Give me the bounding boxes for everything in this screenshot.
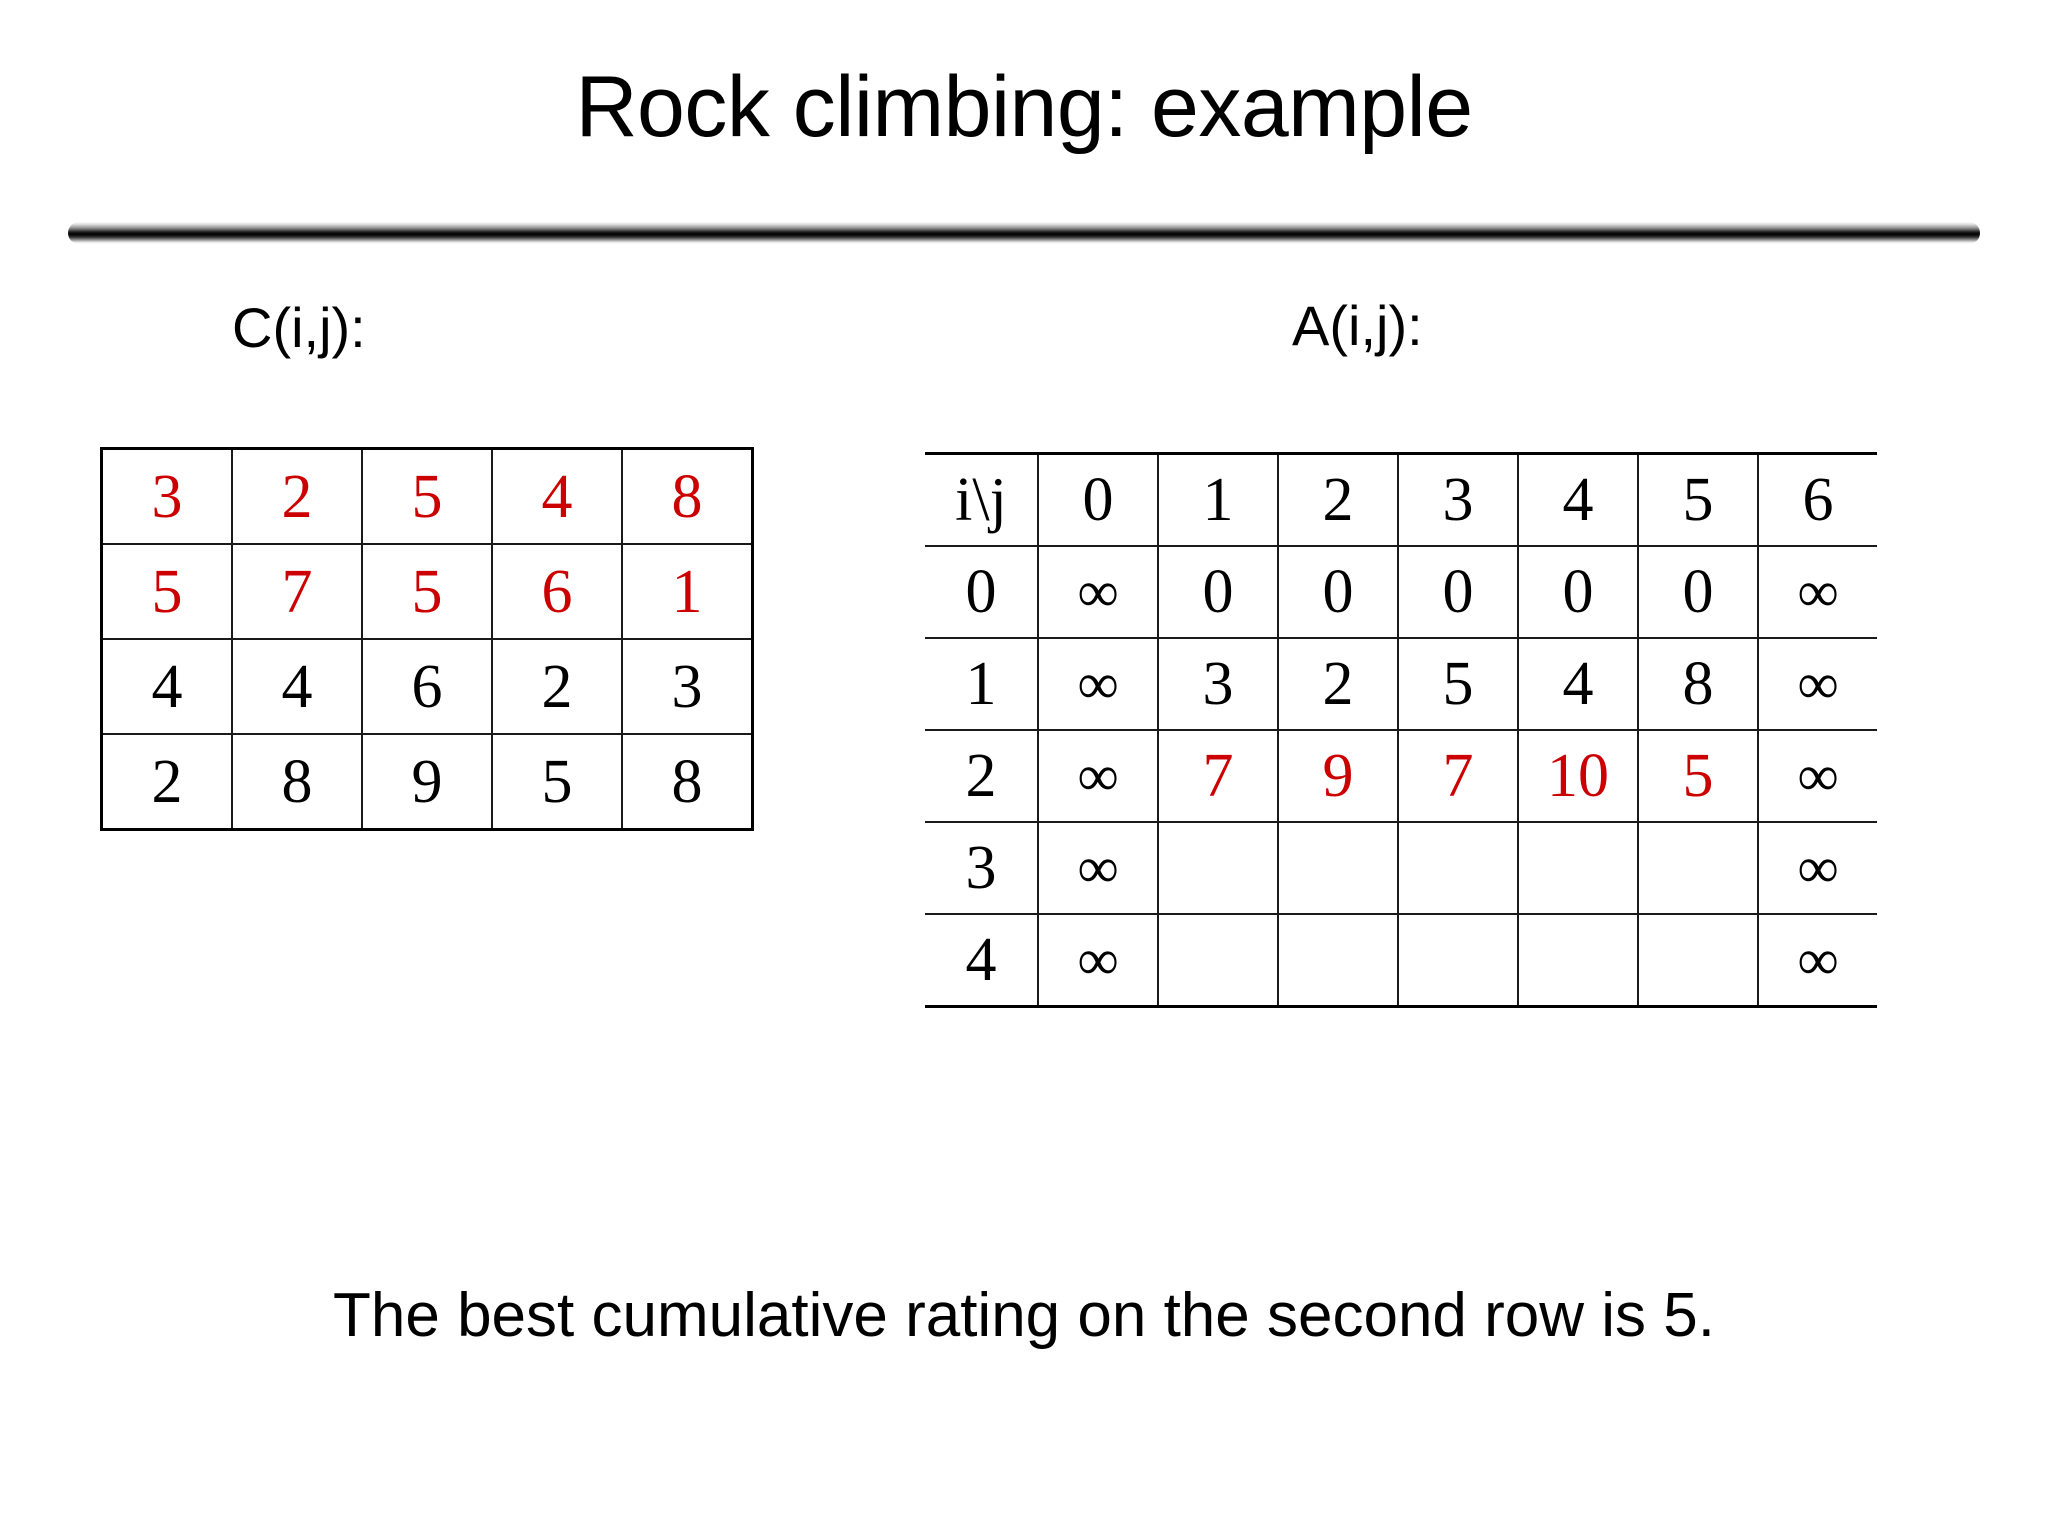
a-matrix-cell: ∞ <box>1037 913 1159 1007</box>
a-matrix-row-header: 3 <box>925 821 1039 915</box>
a-matrix-cell: 10 <box>1517 729 1639 823</box>
a-matrix-cell: ∞ <box>1037 545 1159 639</box>
a-matrix-cell <box>1517 913 1639 1007</box>
a-matrix-column-header: 3 <box>1397 453 1519 547</box>
a-matrix-row-header: 2 <box>925 729 1039 823</box>
c-matrix-cell: 4 <box>491 447 623 545</box>
a-matrix-cell <box>1397 821 1519 915</box>
c-matrix-cell: 4 <box>231 638 363 735</box>
c-matrix-cell: 7 <box>231 543 363 640</box>
c-matrix-cell: 8 <box>621 733 754 831</box>
title-divider <box>68 222 1980 244</box>
a-matrix-cell: 4 <box>1517 637 1639 731</box>
a-matrix-cell: ∞ <box>1757 637 1877 731</box>
a-matrix-cell <box>1277 821 1399 915</box>
a-matrix-cell: 5 <box>1397 637 1519 731</box>
a-matrix-cell: 0 <box>1277 545 1399 639</box>
a-matrix-cell: ∞ <box>1757 545 1877 639</box>
a-matrix-cell <box>1517 821 1639 915</box>
c-matrix-cell: 8 <box>231 733 363 831</box>
a-matrix-cell: 7 <box>1397 729 1519 823</box>
page-title: Rock climbing: example <box>575 59 1473 155</box>
slide-caption: The best cumulative rating on the second… <box>333 1281 1715 1350</box>
a-matrix-cell: 9 <box>1277 729 1399 823</box>
c-matrix-cell: 5 <box>491 733 623 831</box>
a-matrix-column-header: 1 <box>1157 453 1279 547</box>
c-matrix-label: C(i,j): <box>232 296 366 359</box>
c-matrix-cell: 5 <box>100 543 233 640</box>
a-matrix-cell <box>1277 913 1399 1007</box>
a-matrix-corner-header: i\j <box>925 453 1039 547</box>
a-matrix-cell: 8 <box>1637 637 1759 731</box>
a-matrix-cell: 5 <box>1637 729 1759 823</box>
a-matrix-column-header: 4 <box>1517 453 1639 547</box>
a-matrix-cell <box>1397 913 1519 1007</box>
c-matrix-cell: 6 <box>491 543 623 640</box>
a-matrix-cell: 0 <box>1517 545 1639 639</box>
a-matrix-cell: ∞ <box>1757 729 1877 823</box>
a-matrix-column-header: 0 <box>1037 453 1159 547</box>
a-matrix-cell <box>1637 913 1759 1007</box>
a-matrix-cell: ∞ <box>1757 821 1877 915</box>
a-matrix-cell: ∞ <box>1037 637 1159 731</box>
a-matrix-cell: 7 <box>1157 729 1279 823</box>
a-matrix-cell: ∞ <box>1037 729 1159 823</box>
c-matrix-cell: 3 <box>100 447 233 545</box>
a-matrix-row: 4∞∞ <box>925 913 1877 1007</box>
a-matrix-cell: 2 <box>1277 637 1399 731</box>
a-matrix-row-header: 0 <box>925 545 1039 639</box>
a-matrix-row: 3∞∞ <box>925 821 1877 915</box>
a-matrix-cell: 0 <box>1157 545 1279 639</box>
c-matrix-cell: 4 <box>100 638 233 735</box>
a-matrix-label: A(i,j): <box>1292 294 1423 357</box>
c-matrix-cell: 6 <box>361 638 493 735</box>
a-matrix-cell <box>1637 821 1759 915</box>
c-matrix-cell: 3 <box>621 638 754 735</box>
c-matrix-cell: 1 <box>621 543 754 640</box>
a-matrix-cell: 3 <box>1157 637 1279 731</box>
c-matrix-cell: 2 <box>231 447 363 545</box>
a-matrix-row-header: 1 <box>925 637 1039 731</box>
a-matrix-column-header: 2 <box>1277 453 1399 547</box>
c-matrix-cell: 5 <box>361 447 493 545</box>
a-matrix-cell <box>1157 821 1279 915</box>
c-matrix-cell: 8 <box>621 447 754 545</box>
a-matrix-cell: ∞ <box>1037 821 1159 915</box>
a-matrix-cell <box>1157 913 1279 1007</box>
a-matrix-cell: 0 <box>1397 545 1519 639</box>
c-matrix-cell: 2 <box>491 638 623 735</box>
a-matrix-cell: 0 <box>1637 545 1759 639</box>
c-matrix-cell: 2 <box>100 733 233 831</box>
a-matrix-cell: ∞ <box>1757 913 1877 1007</box>
c-matrix-cell: 5 <box>361 543 493 640</box>
a-matrix-column-header: 6 <box>1757 453 1877 547</box>
a-matrix-column-header: 5 <box>1637 453 1759 547</box>
a-matrix-row-header: 4 <box>925 913 1039 1007</box>
c-matrix-cell: 9 <box>361 733 493 831</box>
